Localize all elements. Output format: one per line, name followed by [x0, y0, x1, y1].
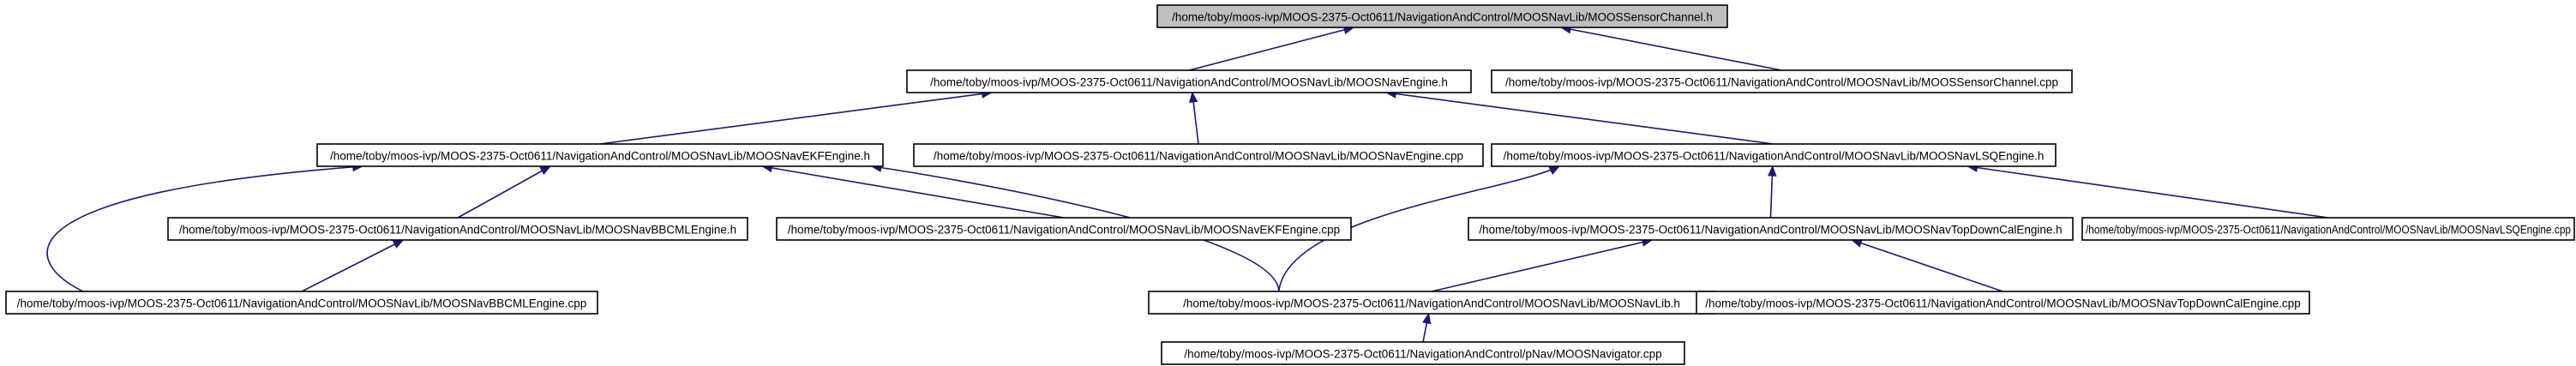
edge-navigator_cpp-to-navlib_h [1422, 312, 1432, 343]
edge-navlib_h-to-topdown_h [1431, 237, 1654, 292]
arrowhead-icon [1768, 165, 1777, 177]
arrowhead-icon [1189, 91, 1198, 104]
node-label: /home/toby/moos-ivp/MOOS-2375-Oct0611/Na… [330, 150, 870, 163]
node-label: /home/toby/moos-ivp/MOOS-2375-Oct0611/Na… [17, 297, 587, 310]
file-node-engine-cpp[interactable]: /home/toby/moos-ivp/MOOS-2375-Oct0611/Na… [913, 143, 1484, 167]
node-box [1156, 4, 1728, 28]
edge-line [301, 239, 404, 292]
edge-ekf_h-to-engine_h [599, 89, 994, 145]
node-label: /home/toby/moos-ivp/MOOS-2375-Oct0611/Na… [1184, 348, 1661, 361]
edge-line [1431, 239, 1653, 292]
edge-line [871, 165, 1280, 292]
file-node-navlib-h[interactable]: /home/toby/moos-ivp/MOOS-2375-Oct0611/Na… [1148, 291, 1715, 315]
node-box [913, 143, 1484, 167]
arrowhead-icon [392, 239, 405, 249]
arrowhead-icon [539, 165, 552, 176]
edge-line [1967, 165, 2329, 219]
graph-nodes: /home/toby/moos-ivp/MOOS-2375-Oct0611/Na… [5, 4, 2575, 365]
edge-sensor_cpp-to-sensor_h [1559, 25, 1782, 71]
node-box [1148, 291, 1715, 315]
edge-line [1560, 27, 1782, 71]
edge-line [457, 165, 551, 219]
file-node-bbcml-cpp[interactable]: /home/toby/moos-ivp/MOOS-2375-Oct0611/Na… [5, 291, 598, 315]
file-node-topdown-h[interactable]: /home/toby/moos-ivp/MOOS-2375-Oct0611/Na… [1468, 217, 2074, 241]
node-label: /home/toby/moos-ivp/MOOS-2375-Oct0611/Na… [1505, 76, 2058, 89]
file-node-engine-h[interactable]: /home/toby/moos-ivp/MOOS-2375-Oct0611/Na… [906, 69, 1472, 93]
node-box [1161, 341, 1685, 365]
edge-topdown_cpp-to-topdown_h [1851, 238, 2003, 292]
file-node-navigator-cpp[interactable]: /home/toby/moos-ivp/MOOS-2375-Oct0611/Na… [1161, 341, 1685, 365]
edge-line [1188, 27, 1354, 71]
edge-line [46, 165, 363, 292]
node-label: /home/toby/moos-ivp/MOOS-2375-Oct0611/Na… [1705, 297, 2301, 310]
node-box [1491, 69, 2073, 93]
node-label: /home/toby/moos-ivp/MOOS-2375-Oct0611/Na… [930, 76, 1448, 89]
edge-line [1852, 239, 2003, 292]
node-box [5, 291, 598, 315]
node-box [1468, 217, 2074, 241]
node-box [1491, 143, 2057, 167]
node-label: /home/toby/moos-ivp/MOOS-2375-Oct0611/Na… [788, 224, 1340, 237]
edge-bbcml_h-to-ekf_h [457, 165, 552, 219]
file-node-lsq-cpp[interactable]: /home/toby/moos-ivp/MOOS-2375-Oct0611/Na… [2081, 217, 2575, 241]
node-label: /home/toby/moos-ivp/MOOS-2375-Oct0611/Na… [1504, 150, 2045, 163]
node-label: /home/toby/moos-ivp/MOOS-2375-Oct0611/Na… [2086, 224, 2571, 237]
node-label: /home/toby/moos-ivp/MOOS-2375-Oct0611/Na… [1183, 297, 1680, 310]
file-node-ekf-cpp[interactable]: /home/toby/moos-ivp/MOOS-2375-Oct0611/Na… [776, 217, 1352, 241]
edge-topdown_h-to-lsq_h [1768, 165, 1777, 219]
file-node-topdown-cpp[interactable]: /home/toby/moos-ivp/MOOS-2375-Oct0611/Na… [1696, 291, 2310, 315]
node-label: /home/toby/moos-ivp/MOOS-2375-Oct0611/Na… [934, 150, 1463, 163]
edge-engine_cpp-to-engine_h [1189, 91, 1199, 145]
file-node-sensor-h[interactable]: /home/toby/moos-ivp/MOOS-2375-Oct0611/Na… [1156, 4, 1728, 28]
arrowhead-icon [1422, 312, 1432, 325]
file-node-bbcml-h[interactable]: /home/toby/moos-ivp/MOOS-2375-Oct0611/Na… [167, 217, 748, 241]
node-box [167, 217, 748, 241]
node-label: /home/toby/moos-ivp/MOOS-2375-Oct0611/Na… [1479, 224, 2062, 237]
edge-engine_h-to-sensor_h [1188, 25, 1355, 71]
file-node-lsq-h[interactable]: /home/toby/moos-ivp/MOOS-2375-Oct0611/Na… [1491, 143, 2057, 167]
node-box [1696, 291, 2310, 315]
edge-line [1386, 92, 1774, 145]
edge-line [762, 165, 1065, 219]
node-box [316, 143, 884, 167]
node-box [776, 217, 1352, 241]
edge-lsq_cpp-to-lsq_h [1967, 163, 2329, 219]
file-node-sensor-cpp[interactable]: /home/toby/moos-ivp/MOOS-2375-Oct0611/Na… [1491, 69, 2073, 93]
node-box [906, 69, 1472, 93]
node-label: /home/toby/moos-ivp/MOOS-2375-Oct0611/Na… [179, 224, 736, 237]
edge-lsq_h-to-engine_h [1384, 89, 1774, 145]
node-label: /home/toby/moos-ivp/MOOS-2375-Oct0611/Na… [1172, 11, 1713, 24]
edge-bbcml_cpp-to-bbcml_h [301, 239, 405, 292]
edge-line [1278, 165, 1560, 292]
file-node-ekf-h[interactable]: /home/toby/moos-ivp/MOOS-2375-Oct0611/Na… [316, 143, 884, 167]
arrowhead-icon [1548, 165, 1561, 175]
edge-line [599, 92, 992, 145]
node-box [2081, 217, 2575, 241]
